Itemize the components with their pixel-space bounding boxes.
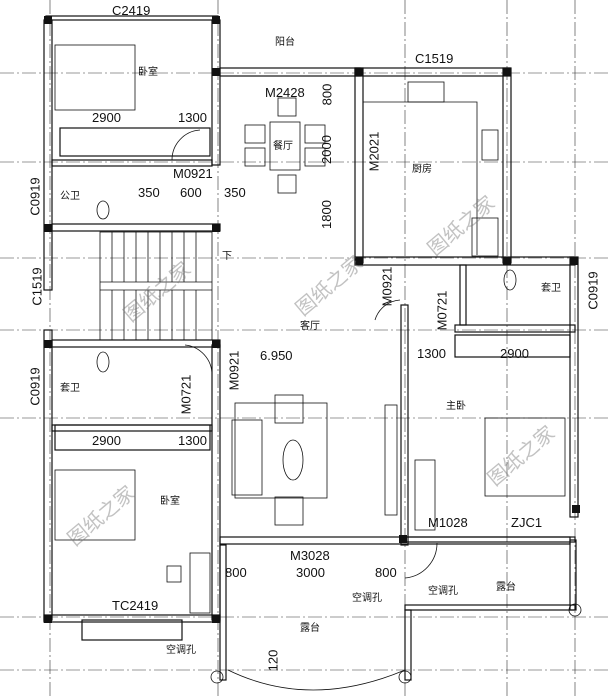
dimension: 800: [225, 565, 247, 580]
stair-direction-label: 下: [222, 251, 232, 262]
bed-master: [484, 417, 566, 497]
sofa: [231, 419, 263, 496]
dimension: 600: [180, 185, 202, 200]
dimension: 800: [319, 83, 335, 106]
room-label-master-bedroom: 主卧: [446, 401, 466, 412]
ac-hole-label: 空调孔: [352, 593, 382, 604]
rug: [234, 402, 328, 499]
toilet-public: [96, 200, 110, 220]
window-label: ZJC1: [511, 515, 543, 530]
door-label: M2428: [265, 85, 305, 100]
bed-nw: [54, 44, 136, 111]
dimension: 1300: [178, 110, 207, 125]
window-label: C1519: [29, 267, 45, 306]
toilet-w: [96, 351, 110, 373]
ac-hole-label: 空调孔: [428, 586, 458, 597]
room-label-terrace-se: 露台: [496, 582, 516, 593]
desk-master: [414, 459, 436, 531]
room-label-terrace-s: 露台: [300, 623, 320, 634]
furniture: [54, 44, 582, 691]
elevation-label: 6.950: [260, 348, 293, 363]
room-label-kitchen: 厨房: [412, 164, 432, 175]
dining-table: [269, 121, 301, 171]
dimension: 2900: [92, 433, 121, 448]
window-label: C0919: [585, 271, 601, 310]
door-label: M0721: [178, 374, 194, 415]
door-label: M0921: [379, 266, 395, 307]
room-label-balcony: 阳台: [275, 37, 295, 48]
stove: [481, 129, 499, 161]
kitchen-sink: [407, 81, 445, 103]
tv-cabinet: [384, 404, 398, 516]
window-label: C1519: [415, 51, 454, 66]
room-label-public-bath: 公卫: [60, 191, 80, 202]
dimension: 1800: [318, 200, 334, 229]
dimension: 2900: [500, 346, 529, 361]
door-label: M2021: [366, 131, 382, 172]
door-label: M3028: [290, 548, 330, 563]
dimension: 350: [224, 185, 246, 200]
window-label: C0919: [27, 367, 43, 406]
room-label-ensuite-w: 套卫: [60, 383, 80, 394]
window-label: C2419: [112, 3, 151, 18]
columns: [44, 16, 580, 623]
bed-sw: [54, 469, 136, 541]
dimension: 1300: [178, 433, 207, 448]
toilet-e: [503, 269, 517, 291]
door-label: M0921: [173, 166, 213, 181]
room-label-dining: 餐厅: [273, 141, 293, 152]
walls: [43, 15, 579, 681]
dimension: 3000: [296, 565, 325, 580]
dimension: 800: [375, 565, 397, 580]
stairs: [99, 231, 213, 341]
window-label: C0919: [27, 177, 43, 216]
room-label-ensuite-e: 套卫: [541, 283, 561, 294]
dimension: 350: [138, 185, 160, 200]
door-label: M0921: [226, 350, 242, 391]
desk-sw: [189, 552, 211, 614]
dimension: 120: [265, 649, 281, 672]
dimension: 2000: [318, 135, 334, 164]
door-label: M1028: [428, 515, 468, 530]
room-label-bedroom-nw: 卧室: [138, 67, 158, 78]
dimension: 2900: [92, 110, 121, 125]
room-label-bedroom-sw: 卧室: [160, 496, 180, 507]
door-label: M0721: [434, 290, 450, 331]
room-label-living: 客厅: [300, 321, 320, 332]
ac-hole-label: 空调孔: [166, 645, 196, 656]
window-label: TC2419: [112, 598, 159, 613]
dimension: 1300: [417, 346, 446, 361]
